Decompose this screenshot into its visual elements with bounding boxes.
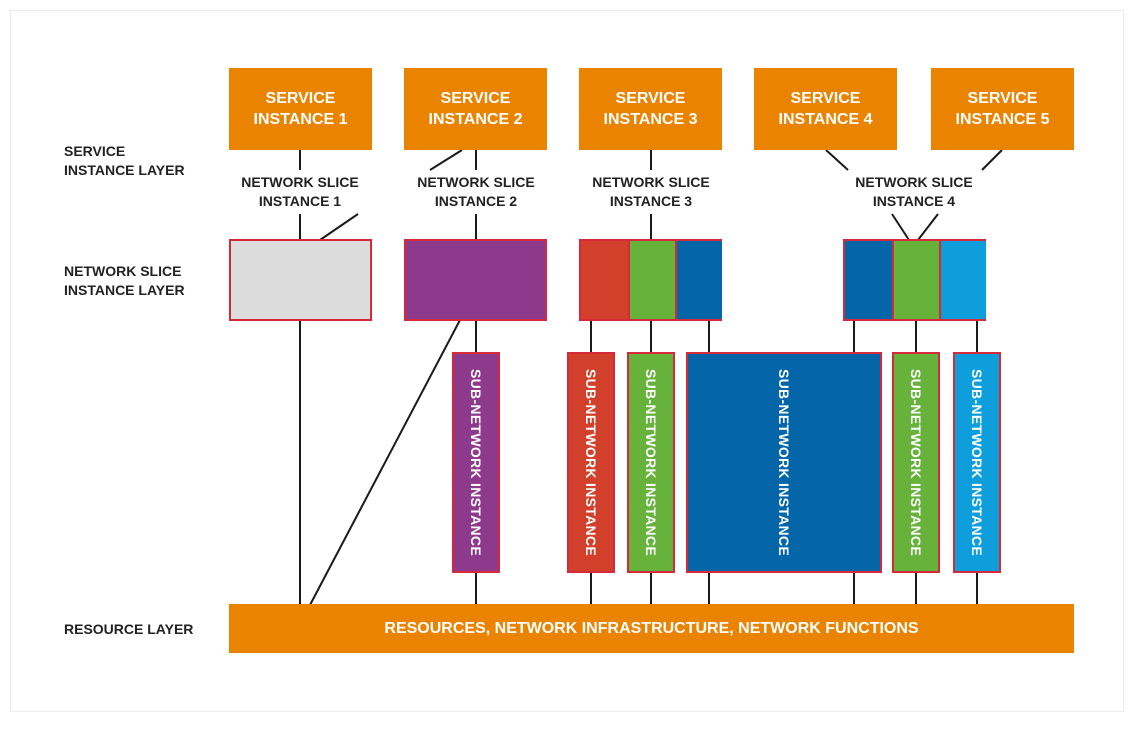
sub-network-instance-light-blue: SUB-NETWORK INSTANCE (953, 352, 1001, 573)
sub-network-instance-label: SUB-NETWORK INSTANCE (969, 369, 985, 556)
sub-network-instance-label: SUB-NETWORK INSTANCE (908, 369, 924, 556)
sub-network-instance-green-1: SUB-NETWORK INSTANCE (627, 352, 675, 573)
service-instance-1: SERVICE INSTANCE 1 (229, 68, 372, 150)
resource-layer-label: RESOURCE LAYER (64, 621, 194, 637)
network-slice-instance-4-block (843, 239, 986, 321)
service-instance-2: SERVICE INSTANCE 2 (404, 68, 547, 150)
sub-network-instance-green-2: SUB-NETWORK INSTANCE (892, 352, 940, 573)
service-instance-4: SERVICE INSTANCE 4 (754, 68, 897, 150)
network-slice-instance-2-label: NETWORK SLICE INSTANCE 2 (402, 173, 550, 211)
network-slice-instance-4-label: NETWORK SLICE INSTANCE 4 (840, 173, 988, 211)
slice-3-blue-segment (675, 241, 722, 319)
slice-4-light-blue-segment (939, 241, 986, 319)
service-instance-3: SERVICE INSTANCE 3 (579, 68, 722, 150)
slice-3-green-segment (628, 241, 677, 319)
resources-bar: RESOURCES, NETWORK INFRASTRUCTURE, NETWO… (229, 604, 1074, 653)
sub-network-instance-label: SUB-NETWORK INSTANCE (643, 369, 659, 556)
slice-4-green-segment (892, 241, 941, 319)
slice-3-red-segment (581, 241, 628, 319)
sub-network-instance-label: SUB-NETWORK INSTANCE (468, 369, 484, 556)
network-slice-instance-3-block (579, 239, 722, 321)
sub-network-instance-dark-blue: SUB-NETWORK INSTANCE (686, 352, 882, 573)
service-instance-layer-label: SERVICE INSTANCE LAYER (64, 143, 185, 178)
network-slice-instance-2-block (404, 239, 547, 321)
network-slice-instance-1-label: NETWORK SLICE INSTANCE 1 (226, 173, 374, 211)
sub-network-instance-purple: SUB-NETWORK INSTANCE (452, 352, 500, 573)
network-slice-instance-1-block (229, 239, 372, 321)
sub-network-instance-label: SUB-NETWORK INSTANCE (583, 369, 599, 556)
sub-network-instance-red: SUB-NETWORK INSTANCE (567, 352, 615, 573)
slice-4-blue-segment (845, 241, 892, 319)
network-slice-instance-3-label: NETWORK SLICE INSTANCE 3 (577, 173, 725, 211)
network-slice-instance-layer-label: NETWORK SLICE INSTANCE LAYER (64, 263, 185, 298)
service-instance-5: SERVICE INSTANCE 5 (931, 68, 1074, 150)
sub-network-instance-label: SUB-NETWORK INSTANCE (776, 369, 792, 556)
